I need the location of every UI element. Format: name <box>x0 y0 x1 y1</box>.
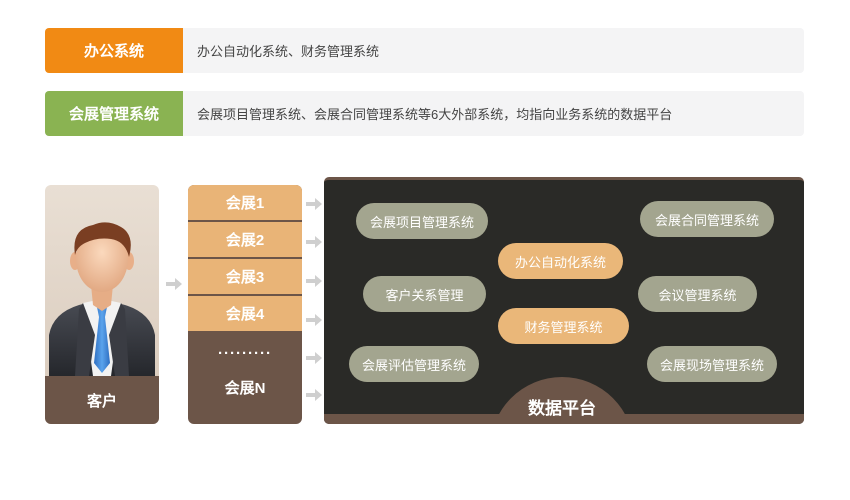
arrow-right-icon <box>306 389 322 401</box>
platform-label: 数据平台 <box>528 399 596 418</box>
system-pill-meeting: 会议管理系统 <box>638 276 757 312</box>
arrow-right-icon <box>306 236 322 248</box>
customer-card: 客户 <box>45 185 159 424</box>
exhibition-ellipsis: ········· <box>188 337 302 370</box>
exhibition-item: 会展3 <box>188 259 302 294</box>
system-pill-contract: 会展合同管理系统 <box>640 201 774 237</box>
exhibition-list: 会展1 会展2 会展3 会展4 ········· 会展N <box>188 185 302 424</box>
exhibition-item: 会展4 <box>188 296 302 331</box>
office-system-description: 办公自动化系统、财务管理系统 <box>197 44 380 59</box>
arrow-right-icon <box>306 352 322 364</box>
platform-base <box>324 414 804 424</box>
exhibition-system-row: 会展管理系统 会展项目管理系统、会展合同管理系统等6大外部系统，均指向业务系统的… <box>45 91 804 136</box>
exhibition-item: 会展N <box>188 371 302 404</box>
exhibition-system-tag: 会展管理系统 <box>45 91 183 136</box>
arrow-right-icon <box>166 278 182 290</box>
system-pill-evaluation: 会展评估管理系统 <box>349 346 479 382</box>
arrow-right-icon <box>306 198 322 210</box>
exhibition-item: 会展2 <box>188 222 302 257</box>
system-pill-oa: 办公自动化系统 <box>498 243 623 279</box>
arrow-right-icon <box>306 275 322 287</box>
system-pill-project: 会展项目管理系统 <box>356 203 488 239</box>
exhibition-system-description: 会展项目管理系统、会展合同管理系统等6大外部系统，均指向业务系统的数据平台 <box>197 107 673 122</box>
exhibition-item: 会展1 <box>188 185 302 220</box>
customer-label: 客户 <box>45 376 159 424</box>
arrow-right-icon <box>306 314 322 326</box>
system-pill-onsite: 会展现场管理系统 <box>647 346 777 382</box>
system-pill-finance: 财务管理系统 <box>498 308 629 344</box>
businessman-avatar-icon <box>49 222 155 376</box>
data-platform-panel: 会展项目管理系统 会展合同管理系统 办公自动化系统 客户关系管理 会议管理系统 … <box>324 177 804 424</box>
office-system-row: 办公系统 办公自动化系统、财务管理系统 <box>45 28 804 73</box>
office-system-tag: 办公系统 <box>45 28 183 73</box>
system-pill-crm: 客户关系管理 <box>363 276 486 312</box>
